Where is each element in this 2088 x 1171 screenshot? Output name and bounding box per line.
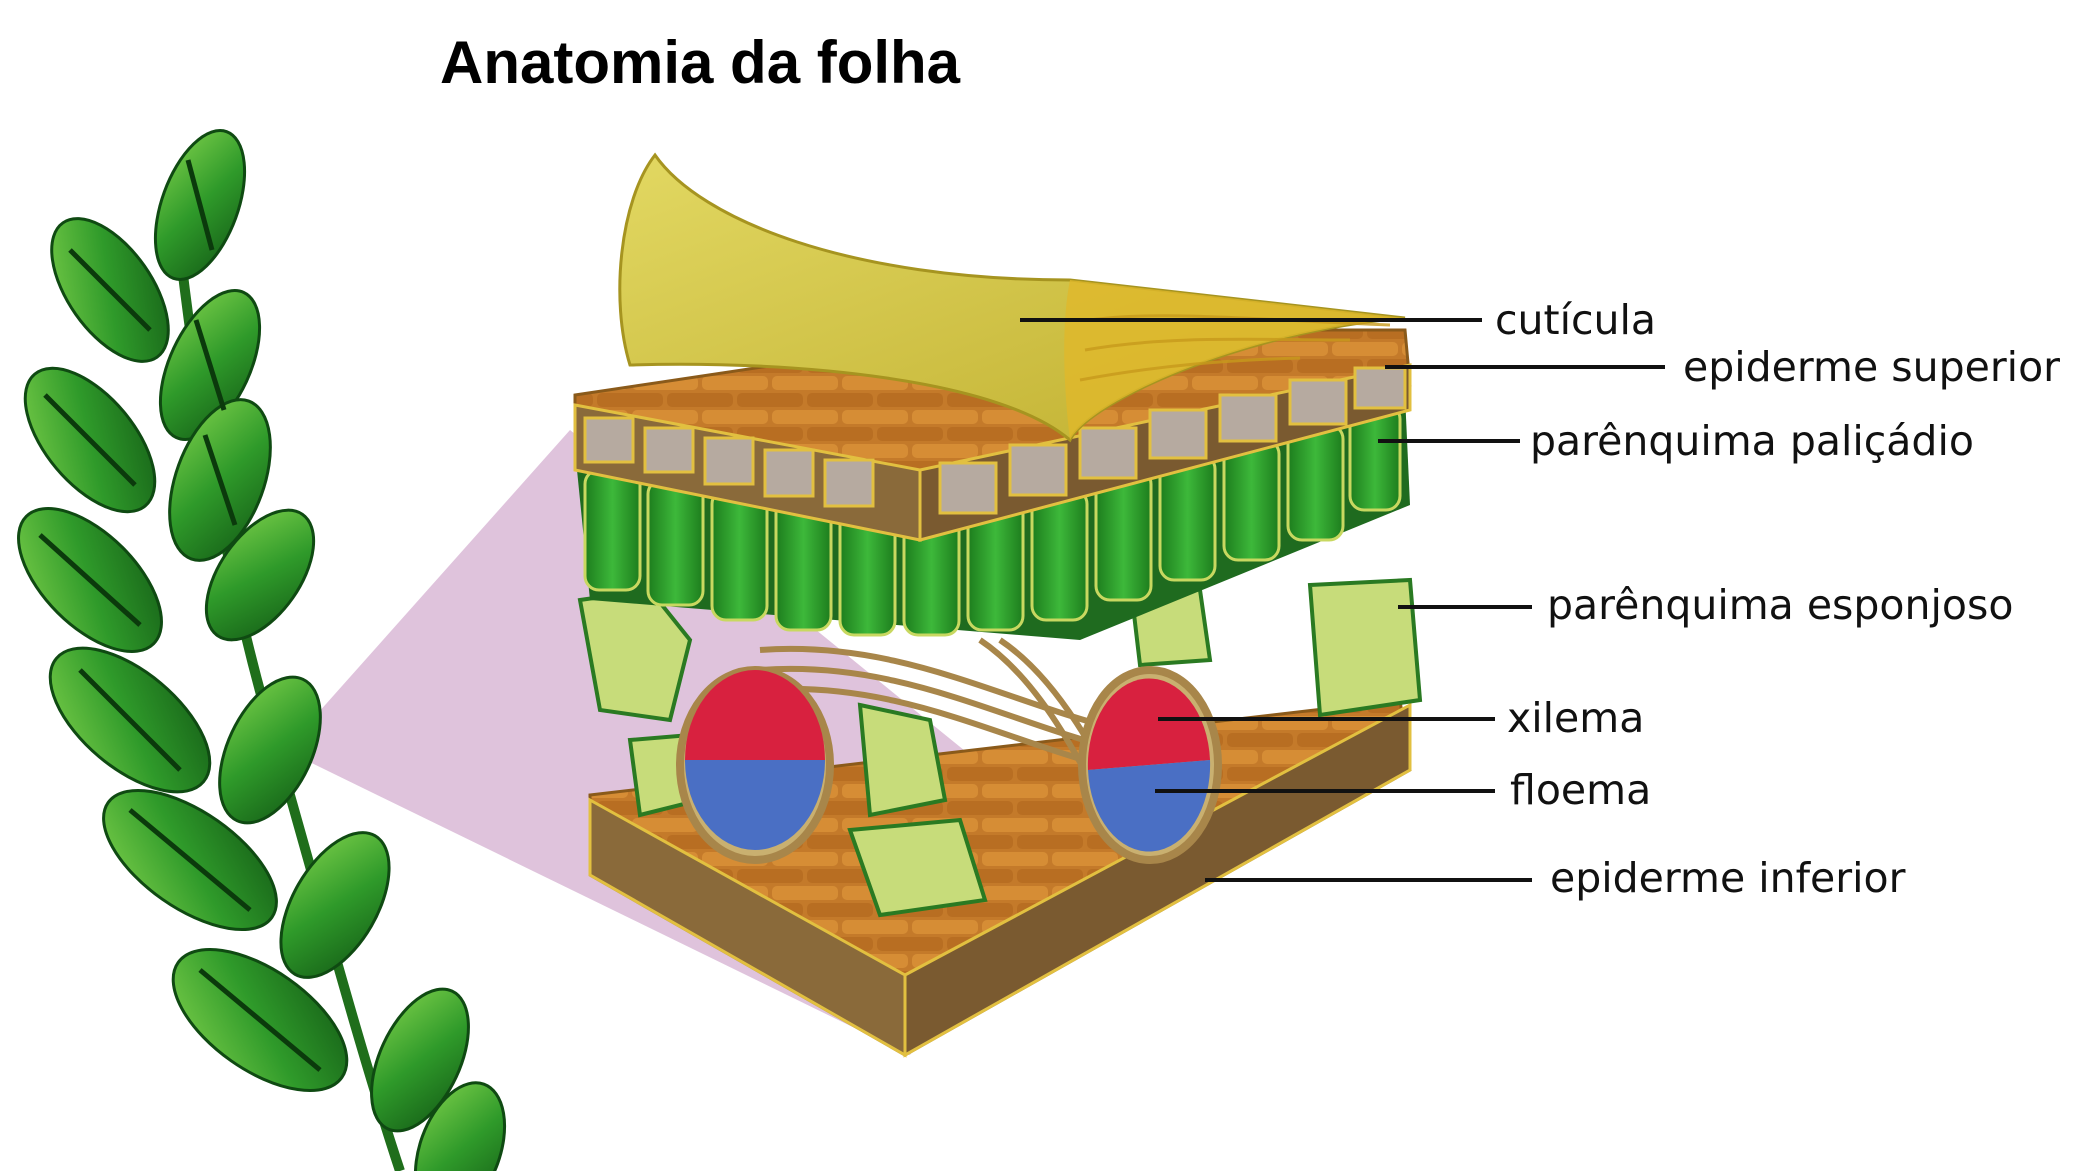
vascular-bundle-right	[1078, 666, 1222, 864]
leaf-branch-illustration	[17, 129, 507, 1171]
label-xilema: xilema	[1507, 694, 1645, 742]
label-floema: floema	[1510, 766, 1652, 814]
label-epiderme-inferior: epiderme inferior	[1550, 854, 1906, 902]
label-epiderme-superior: epiderme superior	[1683, 343, 2061, 391]
upper-epidermis-block	[573, 328, 1412, 542]
label-parenquima-palicadico: parênquima paliçádio	[1530, 417, 1974, 465]
vascular-bundle-left	[676, 666, 834, 864]
diagram-title: Anatomia da folha	[440, 29, 961, 96]
label-cuticula: cutícula	[1495, 296, 1657, 344]
label-parenquima-esponjoso: parênquima esponjoso	[1547, 581, 2014, 629]
spongy-cells	[577, 577, 1423, 918]
leader-lines	[1020, 318, 1665, 882]
